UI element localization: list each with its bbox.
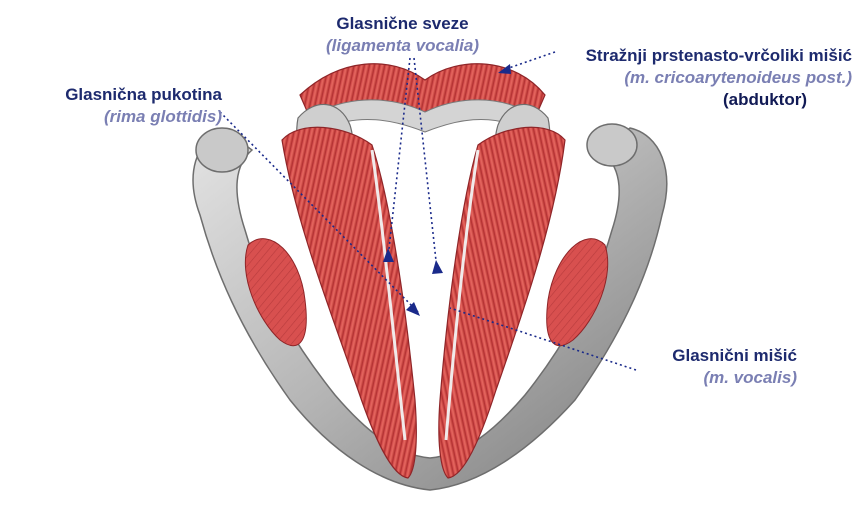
label-vocal-ligaments: Glasnične sveze (ligamenta vocalia) (305, 13, 500, 57)
label-vocalis-muscle-title: Glasnični mišić (620, 345, 797, 367)
label-vocal-ligaments-title: Glasnične sveze (305, 13, 500, 35)
label-vocal-ligaments-latin: (ligamenta vocalia) (305, 35, 500, 57)
label-posterior-cricoarytenoid-latin: (m. cricoarytenoideus post.) (497, 67, 852, 89)
left-superior-horn (196, 128, 248, 172)
label-posterior-cricoarytenoid-note: (abduktor) (497, 89, 852, 111)
label-rima-glottidis-latin: (rima glottidis) (10, 106, 222, 128)
label-vocalis-muscle-latin: (m. vocalis) (620, 367, 797, 389)
label-posterior-cricoarytenoid: Stražnji prstenasto-vrčoliki mišić (m. c… (497, 45, 852, 111)
right-superior-horn (587, 124, 637, 166)
label-rima-glottidis-title: Glasnična pukotina (10, 84, 222, 106)
label-vocalis-muscle: Glasnični mišić (m. vocalis) (620, 345, 797, 389)
label-rima-glottidis: Glasnična pukotina (rima glottidis) (10, 84, 222, 128)
label-posterior-cricoarytenoid-title: Stražnji prstenasto-vrčoliki mišić (497, 45, 852, 67)
